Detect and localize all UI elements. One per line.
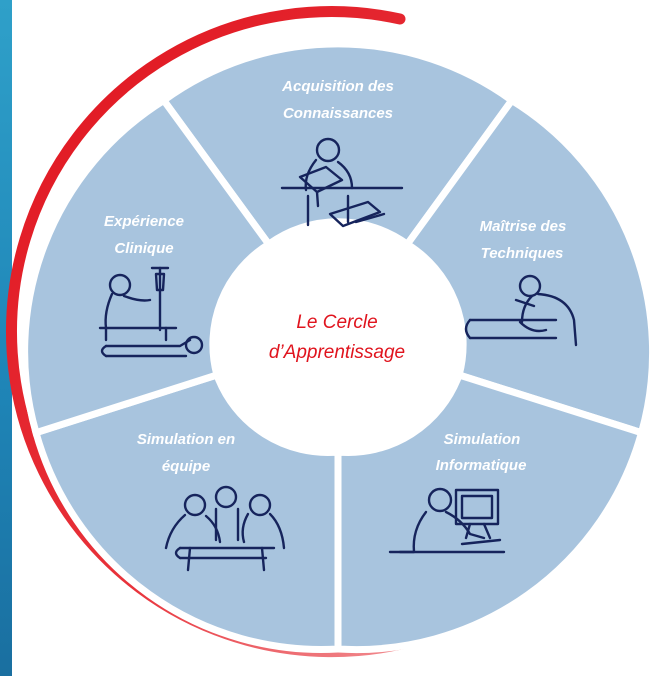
procedure-practice-icon xyxy=(464,274,578,347)
label-simulation-informatique-line1: Simulation xyxy=(444,431,521,448)
label-experience-line2: Clinique xyxy=(114,240,173,257)
center-hub xyxy=(225,224,449,448)
label-simulation-equipe-line1: Simulation en xyxy=(137,431,235,448)
segment-maitrise xyxy=(402,95,657,438)
label-simulation-informatique-line2: Informatique xyxy=(436,457,527,474)
computer-user-icon xyxy=(388,487,506,554)
label-maitrise-line2: Techniques xyxy=(481,245,564,262)
center-title-line1: Le Cercle xyxy=(296,312,377,333)
team-around-patient-icon xyxy=(164,485,286,572)
label-experience-line1: Expérience xyxy=(104,213,184,230)
label-acquisition-line2: Connaissances xyxy=(283,105,393,122)
label-simulation-equipe-line2: équipe xyxy=(162,458,210,475)
segment-experience-clinique xyxy=(21,95,274,438)
label-acquisition-line1: Acquisition des xyxy=(281,78,394,95)
center-title-line2: d’Apprentissage xyxy=(269,342,405,363)
clinician-with-patient-icon xyxy=(98,266,204,358)
reading-student-icon xyxy=(280,137,404,228)
label-maitrise-line1: Maîtrise des xyxy=(480,218,567,235)
segment-simulation-informatique xyxy=(334,370,646,654)
left-edge-strip xyxy=(0,0,12,676)
